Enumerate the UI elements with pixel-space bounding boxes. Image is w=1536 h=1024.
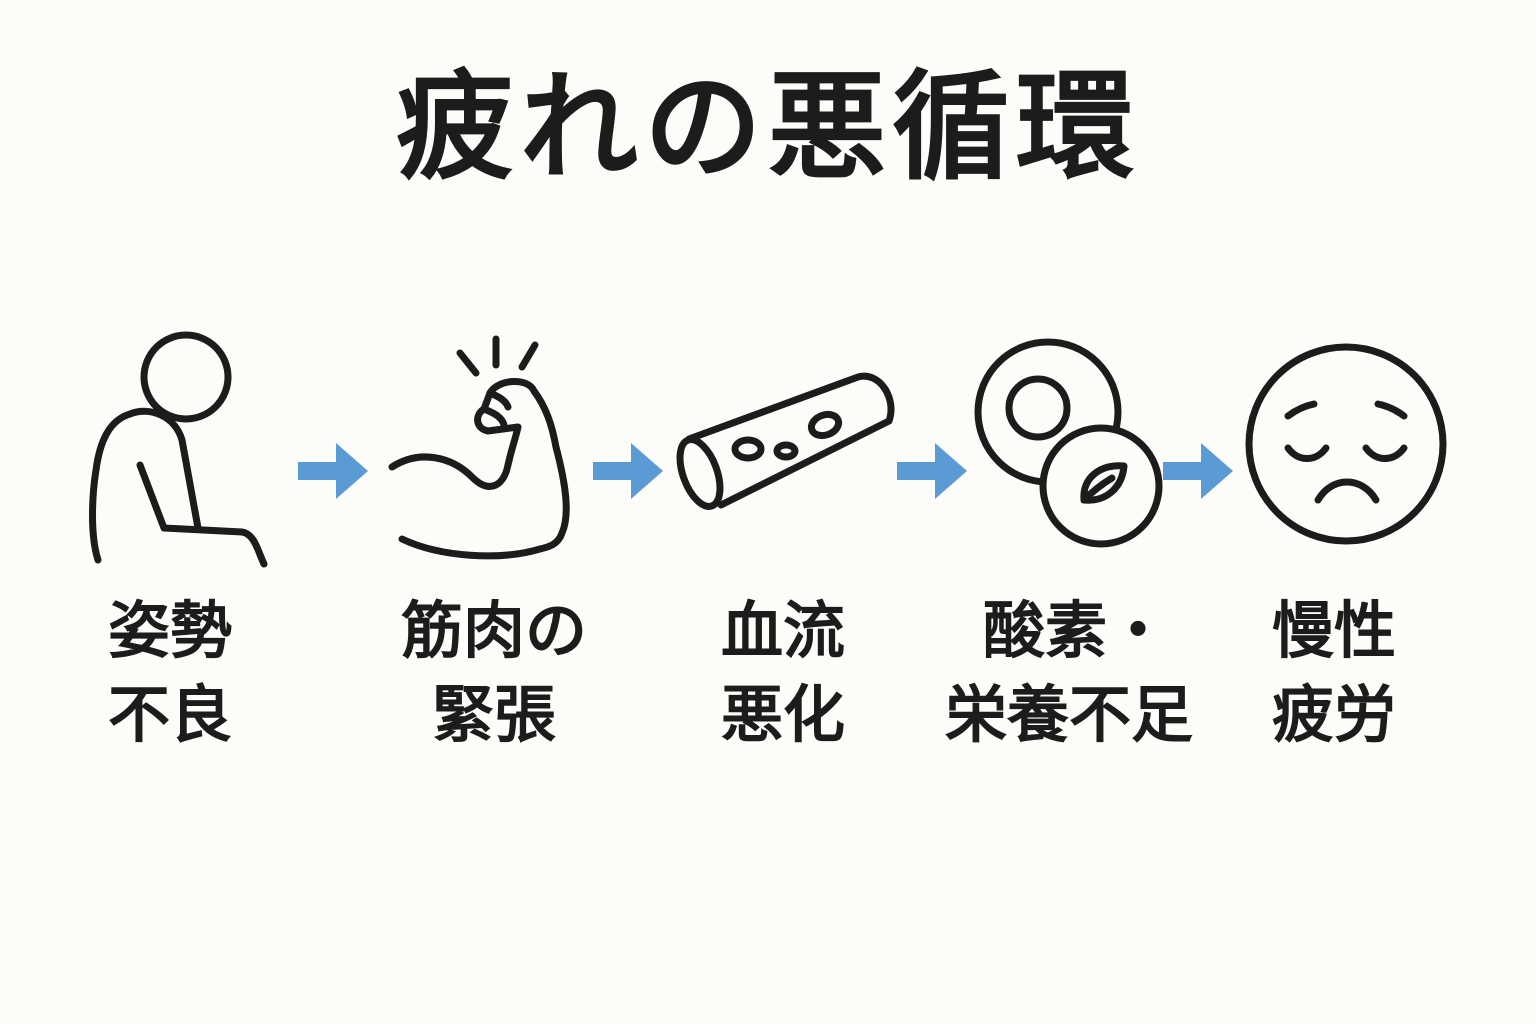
step-label-2-line2: 緊張 xyxy=(431,678,556,751)
step-label-3: 血流 悪化 xyxy=(653,589,913,757)
flexed-arm-icon xyxy=(388,335,570,560)
step-label-5: 慢性 疲労 xyxy=(1204,589,1464,757)
blood-vessel-icon xyxy=(676,372,895,510)
step-label-2: 筋肉の 緊張 xyxy=(364,589,624,757)
step-label-3-line1: 血流 xyxy=(720,594,845,667)
step-label-5-line2: 疲労 xyxy=(1271,678,1396,751)
step-label-4-line2: 栄養不足 xyxy=(945,678,1194,751)
step-label-1-line1: 姿勢 xyxy=(107,594,232,667)
arrow-1 xyxy=(298,443,368,499)
arrow-2 xyxy=(593,443,663,499)
slouching-person-icon xyxy=(89,331,268,568)
step-label-1: 姿勢 不良 xyxy=(40,589,300,757)
cells-icon xyxy=(974,338,1163,548)
step-label-4: 酸素・ 栄養不足 xyxy=(945,589,1195,757)
step-label-5-line1: 慢性 xyxy=(1271,594,1396,667)
step-label-4-line1: 酸素・ xyxy=(983,594,1170,667)
step-label-1-line2: 不良 xyxy=(107,678,232,751)
arrow-4 xyxy=(1163,443,1233,499)
arrow-3 xyxy=(897,443,967,499)
sad-face-icon xyxy=(1245,343,1447,545)
step-label-3-line2: 悪化 xyxy=(720,678,845,751)
step-label-2-line1: 筋肉の xyxy=(400,594,587,667)
diagram-title: 疲れの悪循環 xyxy=(395,58,1140,196)
